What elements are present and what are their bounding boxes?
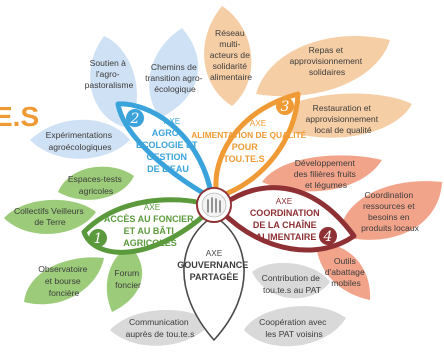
leaf-reseau: Réseau multi- acteurs de solidarité alim…	[204, 6, 252, 106]
axe-1-title: ACCÈS AU FONCIER ET AU BÂTI AGRICOLES	[104, 214, 196, 248]
leaf-collectifs: Collectifs Veilleurs de Terre	[4, 199, 96, 234]
leaf-chemins-text: Chemins de transition agro- écologique	[145, 62, 205, 94]
petal-axe-1: 1 AXE ACCÈS AU FONCIER ET AU BÂTI AGRICO…	[81, 197, 211, 255]
axe-3-number: 3	[281, 99, 290, 115]
leaf-reseau-text: Réseau multi- acteurs de solidarité alim…	[210, 28, 253, 82]
leaf-experimentations-text: Expérimentations agroécologiques	[46, 130, 115, 152]
leaf-espaces-text: Espaces-tests agricoles	[68, 174, 124, 196]
petal-axe-2: 2 AXE AGRO- ÉCOLOGIE ET GESTION DE L'EAU	[115, 101, 213, 197]
axe-2-number-badge	[126, 109, 144, 127]
leaf-cooperation: Coopération avec les PAT voisins	[244, 306, 346, 347]
petal-axe-3: 3 AXE ALIMENTATION DE QUALITÉ POUR TOU.T…	[191, 91, 309, 199]
leaf-collectifs-text: Collectifs Veilleurs de Terre	[14, 206, 86, 227]
leaf-chemins: Chemins de transition agro- écologique	[145, 28, 205, 118]
leaf-contribution: Contribution de tou.te.s au PAT	[252, 262, 330, 299]
leaf-cooperation-text: Coopération avec les PAT voisins	[259, 317, 329, 339]
axe-4-number: 4	[323, 229, 333, 245]
leaf-repas: Repas et approvisionnement solidaires	[256, 36, 390, 97]
axe-3-title: ALIMENTATION DE QUALITÉ POUR TOU.TE.S	[191, 129, 309, 164]
leaf-espaces: Espaces-tests agricoles	[58, 166, 134, 200]
leaf-developpement-text: Développement des filières fruits et lég…	[294, 158, 358, 190]
axe-5-title: GOUVERNANCE PARTAGÉE	[177, 260, 251, 282]
leaf-communication-text: Communication auprès de tou.te.s	[126, 317, 195, 339]
axe-3-number-badge	[276, 97, 294, 115]
axe-2-title: AGRO- ÉCOLOGIE ET GESTION DE L'EAU	[136, 128, 200, 174]
leaf-restauration-text: Restauration et approvisionnement local …	[305, 103, 380, 135]
axe-1-label: AXE	[144, 203, 161, 212]
leaf-developpement: Développement des filières fruits et lég…	[262, 155, 382, 192]
fork-knife-icon	[207, 197, 221, 213]
axe-1-number: 1	[94, 231, 103, 247]
axe-3-label: AXE	[250, 119, 267, 128]
leaf-coordination: Coordination ressources et besoins en pr…	[340, 181, 442, 240]
axe-2-label: AXE	[164, 117, 181, 126]
axe-4-title: COORDINATION DE LA CHAÎNE ALIMENTAIRE	[250, 208, 322, 242]
leaf-coordination-text: Coordination ressources et besoins en pr…	[361, 190, 420, 233]
petal-axe-5: AXE GOUVERNANCE PARTAGÉE	[177, 215, 251, 341]
petal-axe-4: 4 AXE COORDINATION DE LA CHAÎNE ALIMENTA…	[219, 185, 357, 253]
axe-2-number: 2	[130, 111, 140, 127]
leaf-soutien-text: Soutien à l'agro- pastoralisme	[85, 58, 134, 90]
leaf-outils-text: Outils d'abattage mobiles	[325, 256, 367, 288]
partial-title: E.S	[0, 101, 39, 132]
axe-4-label: AXE	[276, 197, 293, 206]
axe-5-label: AXE	[206, 249, 223, 258]
leaf-outils: Outils d'abattage mobiles	[316, 243, 371, 300]
leaf-experimentations: Expérimentations agroécologiques	[30, 119, 130, 159]
leaf-observatoire-text: Observatoire et bourse foncière	[38, 264, 90, 298]
leaf-repas-text: Repas et approvisionnement solidaires	[289, 45, 364, 77]
leaf-forum: Forum foncier	[106, 246, 143, 312]
axe-4-number-badge	[319, 227, 337, 245]
leaf-contribution-text: Contribution de tou.te.s au PAT	[262, 273, 323, 295]
axe-1-number-badge	[89, 229, 107, 247]
leaf-communication: Communication auprès de tou.te.s	[110, 310, 212, 346]
leaf-observatoire: Observatoire et bourse foncière	[24, 257, 104, 305]
leaf-forum-text: Forum foncier	[114, 268, 141, 290]
